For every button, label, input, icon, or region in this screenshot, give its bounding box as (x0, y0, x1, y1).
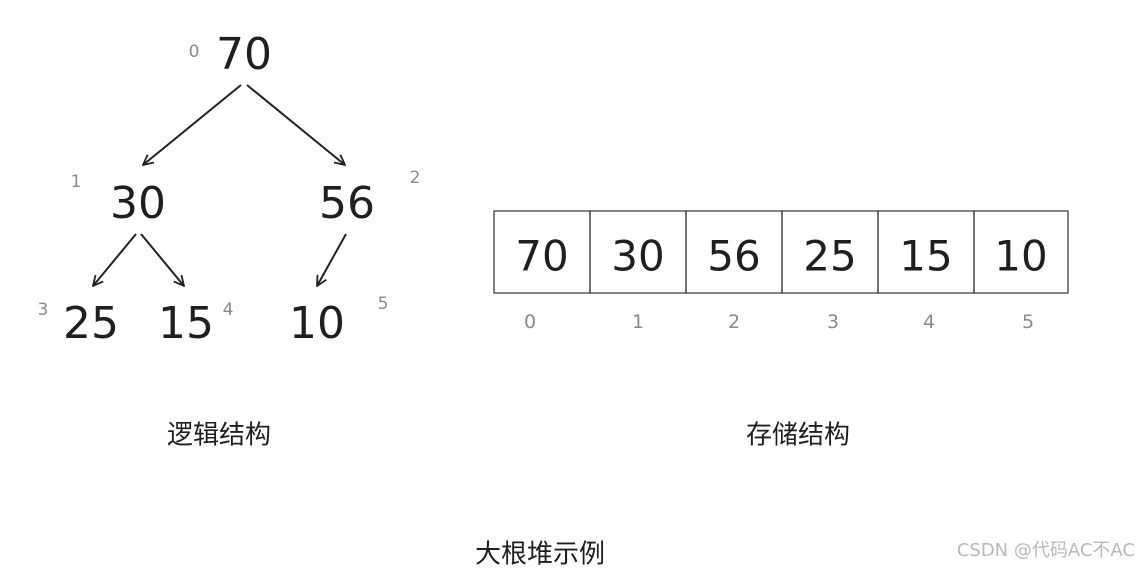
array-cell-value: 15 (899, 231, 953, 281)
array-index: 0 (523, 311, 537, 333)
array-index: 2 (727, 311, 741, 333)
tree-node-index: 2 (409, 168, 421, 188)
tree-node-value: 10 (289, 298, 345, 349)
tree-node-index: 4 (222, 300, 234, 320)
watermark: CSDN @代码AC不AC (956, 540, 1135, 561)
tree-node-index: 1 (70, 172, 82, 192)
array-cell-value: 25 (803, 231, 857, 281)
tree-node-index: 0 (188, 42, 200, 62)
array-cell-value: 30 (611, 231, 665, 281)
edge-1-4 (140, 233, 184, 286)
array-cell-value: 10 (994, 231, 1048, 281)
tree-node-index: 5 (377, 294, 389, 314)
tree-node-value: 30 (110, 178, 166, 229)
edge-0-2 (246, 84, 345, 165)
tree-caption: 逻辑结构 (166, 420, 272, 451)
figure-title: 大根堆示例 (474, 539, 606, 570)
array-index: 5 (1021, 311, 1035, 333)
tree-node-value: 15 (158, 298, 214, 349)
array-cell-value: 56 (707, 231, 761, 281)
tree-node-value: 25 (63, 298, 119, 349)
tree-node-index: 3 (37, 300, 49, 320)
array-index: 4 (922, 311, 936, 333)
array-cell-box (973, 210, 1069, 294)
edge-0-1 (143, 84, 242, 165)
array-index: 1 (631, 311, 645, 333)
array-index: 3 (826, 311, 840, 333)
array-caption: 存储结构 (745, 420, 851, 451)
edge-2-5 (317, 233, 347, 286)
edge-1-3 (93, 233, 137, 286)
tree-node-value: 56 (319, 178, 375, 229)
tree-node-value: 70 (216, 29, 272, 80)
array-cells (493, 210, 1069, 294)
array-cell-value: 70 (515, 231, 569, 281)
